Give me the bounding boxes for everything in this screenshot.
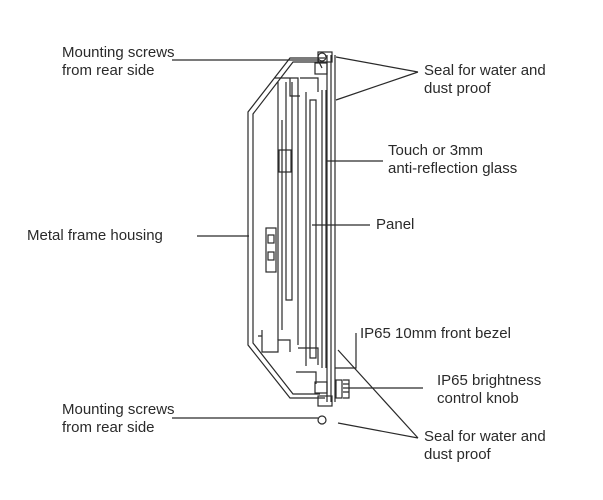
panel-layer — [305, 92, 317, 366]
label-line: Touch or 3mm — [388, 142, 484, 159]
label-seal-top: Seal for water and dust proof — [424, 62, 546, 98]
seal-bolt-bottom — [317, 415, 327, 425]
label-line: from rear side — [62, 419, 155, 436]
bezel-bottom-cap — [317, 395, 333, 407]
label-mounting-screws-top: Mounting screws from rear side — [62, 44, 175, 80]
pcb-boards — [274, 77, 299, 345]
label-line: Mounting screws — [62, 44, 175, 61]
label-line: from rear side — [62, 62, 155, 79]
connector-1 — [265, 227, 277, 273]
leader-seal-bottom — [337, 349, 419, 439]
metal-frame-outline — [247, 57, 325, 399]
label-line: Seal for water and — [424, 62, 546, 79]
component-top — [278, 149, 292, 173]
knob-shaft — [335, 379, 343, 399]
leader-front-bezel — [335, 333, 357, 369]
label-panel: Panel — [376, 216, 414, 234]
label-mounting-screws-bottom: Mounting screws from rear side — [62, 401, 175, 437]
knob-ridges — [343, 379, 350, 399]
label-metal-frame-housing: Metal frame housing — [27, 227, 163, 245]
label-line: dust proof — [424, 80, 491, 97]
label-brightness-knob: IP65 brightness control knob — [437, 372, 541, 408]
label-front-bezel: IP65 10mm front bezel — [360, 325, 511, 343]
label-line: IP65 brightness — [437, 372, 542, 389]
front-bezel — [326, 55, 336, 402]
seal-bolt-top — [317, 52, 327, 62]
rear-screw-bottom — [314, 381, 328, 394]
bottom-components — [258, 330, 319, 384]
label-line: control knob — [437, 390, 519, 407]
label-line: Panel — [376, 216, 415, 233]
rear-screw-top — [314, 62, 328, 75]
label-line: anti-reflection glass — [388, 160, 518, 177]
label-line: Seal for water and — [424, 428, 546, 445]
label-line: dust proof — [424, 446, 491, 463]
leader-seal-top — [335, 56, 419, 101]
label-line: Metal frame housing — [27, 227, 163, 244]
metal-frame-inner — [252, 61, 320, 395]
label-line: IP65 10mm front bezel — [360, 325, 511, 342]
glass-layer — [321, 90, 327, 368]
leader-mounting-top — [172, 59, 323, 69]
connector-3 — [267, 251, 275, 261]
label-touch-glass: Touch or 3mm anti-reflection glass — [388, 142, 517, 178]
label-seal-bottom: Seal for water and dust proof — [424, 428, 546, 464]
connector-2 — [267, 234, 275, 244]
top-components — [289, 77, 319, 97]
label-line: Mounting screws — [62, 401, 175, 418]
